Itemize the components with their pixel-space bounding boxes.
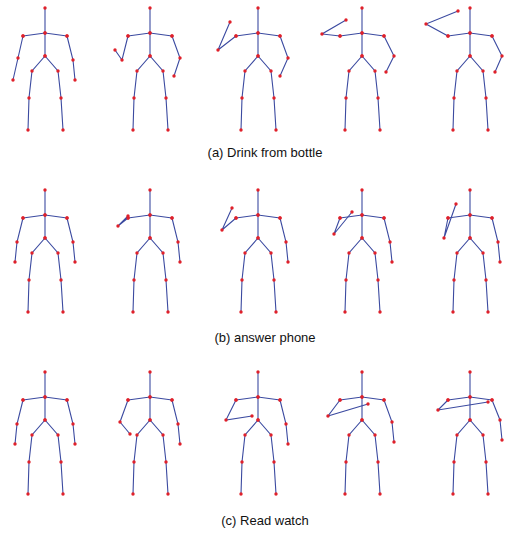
skeleton-arm (492, 400, 502, 440)
skeleton-body (23, 372, 67, 494)
skeleton-arm (426, 11, 458, 36)
skeleton-arm (172, 36, 180, 76)
skeleton-body (236, 8, 280, 130)
skeleton-arm (67, 400, 75, 444)
skeleton-figure (438, 372, 502, 494)
skeleton-body (23, 8, 67, 130)
skeleton-arm (222, 208, 236, 230)
skeleton-body (340, 190, 384, 312)
skeleton-figure (322, 8, 394, 130)
skeleton-body (448, 8, 492, 130)
skeleton-body (128, 190, 172, 312)
skeleton-body (236, 190, 280, 312)
skeleton-figure (15, 190, 75, 312)
skeleton-arm (328, 400, 368, 416)
skeleton-arm (492, 36, 502, 72)
skeleton-arm (172, 400, 180, 444)
figure-caption: (b) answer phone (214, 330, 315, 346)
skeleton-body (340, 8, 384, 130)
skeleton-figure (120, 372, 180, 494)
skeleton-arm (15, 400, 23, 444)
skeleton-figure (334, 190, 392, 312)
skeleton-arm (322, 20, 346, 36)
skeleton-arm (115, 36, 128, 60)
skeleton-arm (172, 218, 180, 262)
skeleton-arm (444, 204, 456, 238)
skeleton-arm (15, 218, 23, 262)
skeleton-arm (438, 400, 488, 410)
skeleton-figure (115, 8, 180, 130)
skeleton-body (236, 372, 280, 494)
skeleton-figure (426, 8, 502, 130)
skeleton-body (128, 372, 172, 494)
skeleton-body (128, 8, 172, 130)
skeleton-arm (280, 218, 288, 262)
skeleton-arm (280, 36, 288, 76)
skeleton-body (340, 372, 384, 494)
skeleton-arm (384, 218, 392, 262)
skeleton-arm (120, 400, 130, 434)
figure-caption: (c) Read watch (221, 513, 308, 529)
skeleton-figure (222, 190, 288, 312)
skeleton-arm (118, 216, 128, 226)
skeleton-arm (334, 212, 352, 234)
skeleton-figure (218, 8, 288, 130)
skeleton-body (448, 372, 492, 494)
skeleton-arm (13, 36, 23, 80)
skeleton-figure (15, 372, 75, 494)
skeleton-arm (67, 218, 75, 262)
skeleton-arm (384, 400, 394, 442)
skeleton-figure (444, 190, 500, 312)
skeleton-figure (226, 372, 288, 494)
skeleton-figure (13, 8, 75, 130)
skeleton-body (23, 190, 67, 312)
skeleton-arm (492, 218, 500, 262)
skeleton-arm (280, 400, 288, 444)
figure-caption: (a) Drink from bottle (208, 145, 323, 161)
skeleton-arm (384, 36, 394, 72)
skeleton-arm (226, 400, 252, 420)
skeleton-figure (328, 372, 394, 494)
skeleton-figure (118, 190, 180, 312)
skeleton-arm (67, 36, 75, 80)
skeleton-arm (218, 22, 236, 50)
